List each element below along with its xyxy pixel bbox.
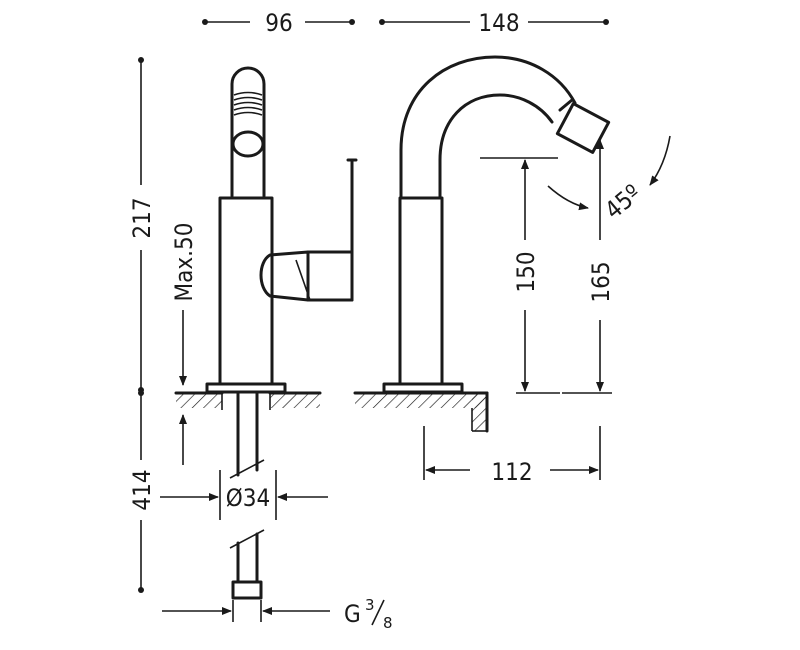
dim-label-96: 96 [265,9,292,37]
dim-label-165: 165 [587,261,615,302]
deck-left [174,391,322,410]
dim-outlet-165: 165 [562,139,615,394]
dim-width-148: 148 [379,9,609,37]
dim-label-112: 112 [491,458,532,486]
dim-angle-45: 45º [547,135,671,225]
thread-numerator: 3 [365,596,375,614]
dim-max-deck: Max.50 [170,223,198,465]
dim-outlet-150: 150 [480,157,560,394]
dim-hole-diameter: Ø34 [160,470,328,520]
dim-height-414: 414 [128,390,156,593]
mixer-side-view [382,55,611,394]
deck-right [353,391,489,433]
supply-pipe [229,391,265,600]
dim-reach-112: 112 [423,426,601,486]
thread-letter: G [344,600,361,628]
dim-label-217: 217 [128,197,156,238]
thread-denominator: 8 [383,614,393,632]
dim-label-148: 148 [478,9,519,37]
dim-label-max50: Max.50 [170,223,198,302]
dim-label-o34: Ø34 [226,484,270,512]
dim-width-96: 96 [202,9,355,37]
dim-label-414: 414 [128,469,156,510]
dim-thread: G 3 8 [162,596,393,632]
dim-label-150: 150 [512,251,540,292]
dim-label-45: 45º [599,179,646,225]
mixer-front-view [205,66,358,394]
dim-height-217: 217 [128,57,156,393]
